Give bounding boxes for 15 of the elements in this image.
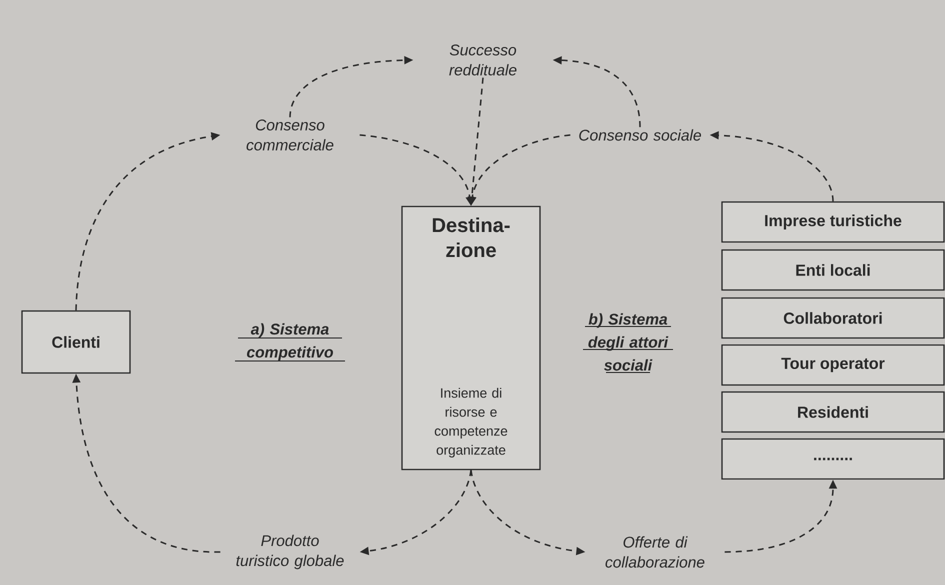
italic-label: Consenso sociale — [579, 129, 701, 141]
actor-box: Residenti — [721, 391, 945, 433]
italic-label: Prodotto turistico globale — [236, 534, 344, 570]
actor-box: Enti locali — [721, 249, 945, 291]
actor-box: Tour operator — [721, 344, 945, 386]
actor-box: Imprese turistiche — [721, 201, 945, 243]
actor-box: Collaboratori — [721, 297, 945, 339]
italic-label: Offerte di collaborazione — [606, 536, 704, 568]
actor-box: ......... — [721, 438, 945, 480]
section-label: a) Sistema competitivo — [234, 323, 346, 362]
box: Clienti — [21, 310, 131, 374]
destination-box: Destina-zione Insieme di risorse e competenze organizzate — [401, 206, 541, 470]
section-label: b) Sistema degli attori sociali — [582, 313, 674, 373]
italic-label: Successo reddituale — [449, 44, 516, 76]
italic-label: Consenso commerciale — [246, 120, 334, 150]
